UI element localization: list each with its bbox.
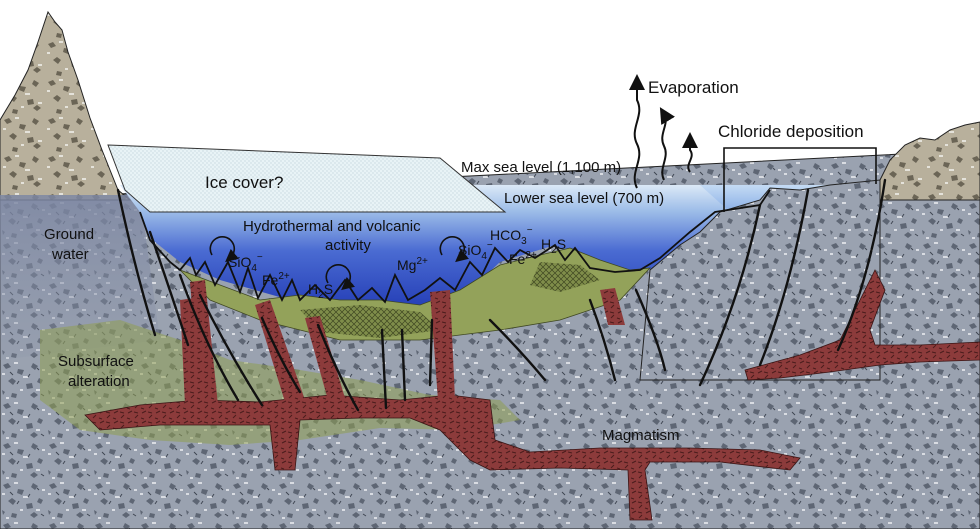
species-fe-right: Fe2+ — [509, 250, 537, 267]
max-sea-level-label: Max sea level (1,100 m) — [461, 159, 621, 176]
species-mg: Mg2+ — [397, 256, 428, 273]
species-h2s-right: H2S — [541, 236, 566, 256]
circulation-arrows — [209, 236, 470, 291]
chloride-deposition-label: Chloride deposition — [718, 122, 864, 141]
ground-water-label-line1: Ground — [44, 226, 94, 243]
ice-cover-label: Ice cover? — [205, 173, 283, 192]
ground-water-label-line2: water — [51, 246, 89, 263]
magma-dike-2 — [255, 300, 305, 402]
magmatism-label: Magmatism — [602, 427, 680, 444]
species-sio4-left: SiO4− — [228, 252, 263, 274]
right-basin-wall — [639, 179, 881, 381]
magma-dike-6 — [600, 288, 625, 325]
alteration-mound — [179, 247, 652, 341]
species-fe-left: Fe2+ — [262, 271, 290, 288]
fault-lines — [116, 178, 887, 412]
magma-main — [84, 394, 801, 521]
subsurface-label-line1: Subsurface — [58, 353, 134, 370]
species-h2s-left: H2S — [308, 281, 333, 301]
subsurface-label-line2: alteration — [68, 373, 130, 390]
magma-dike-1 — [190, 280, 218, 405]
chloride-deposition-bracket — [723, 147, 877, 212]
evaporation-label: Evaporation — [648, 78, 739, 97]
species-sio4-right: SiO4− — [458, 240, 493, 262]
hydrothermal-label-line2: activity — [325, 237, 371, 254]
evaporation-arrows — [629, 74, 698, 189]
ice-cover — [107, 144, 507, 213]
magma-dike-3 — [305, 316, 345, 400]
hydrothermal-label-line1: Hydrothermal and volcanic — [243, 218, 421, 235]
lake-water — [120, 185, 880, 305]
groundwater-zone — [0, 195, 160, 360]
lower-sea-level-label: Lower sea level (700 m) — [504, 190, 664, 207]
right-mountain — [879, 121, 980, 201]
alteration-hatch-2 — [530, 262, 600, 292]
lake-floor-outline — [139, 189, 771, 304]
alteration-hatch-1 — [300, 305, 440, 338]
left-mountain — [0, 10, 132, 201]
species-hco3: HCO3− — [490, 225, 533, 247]
magma-dike-5 — [180, 298, 205, 405]
magma-dike-4 — [430, 290, 455, 400]
